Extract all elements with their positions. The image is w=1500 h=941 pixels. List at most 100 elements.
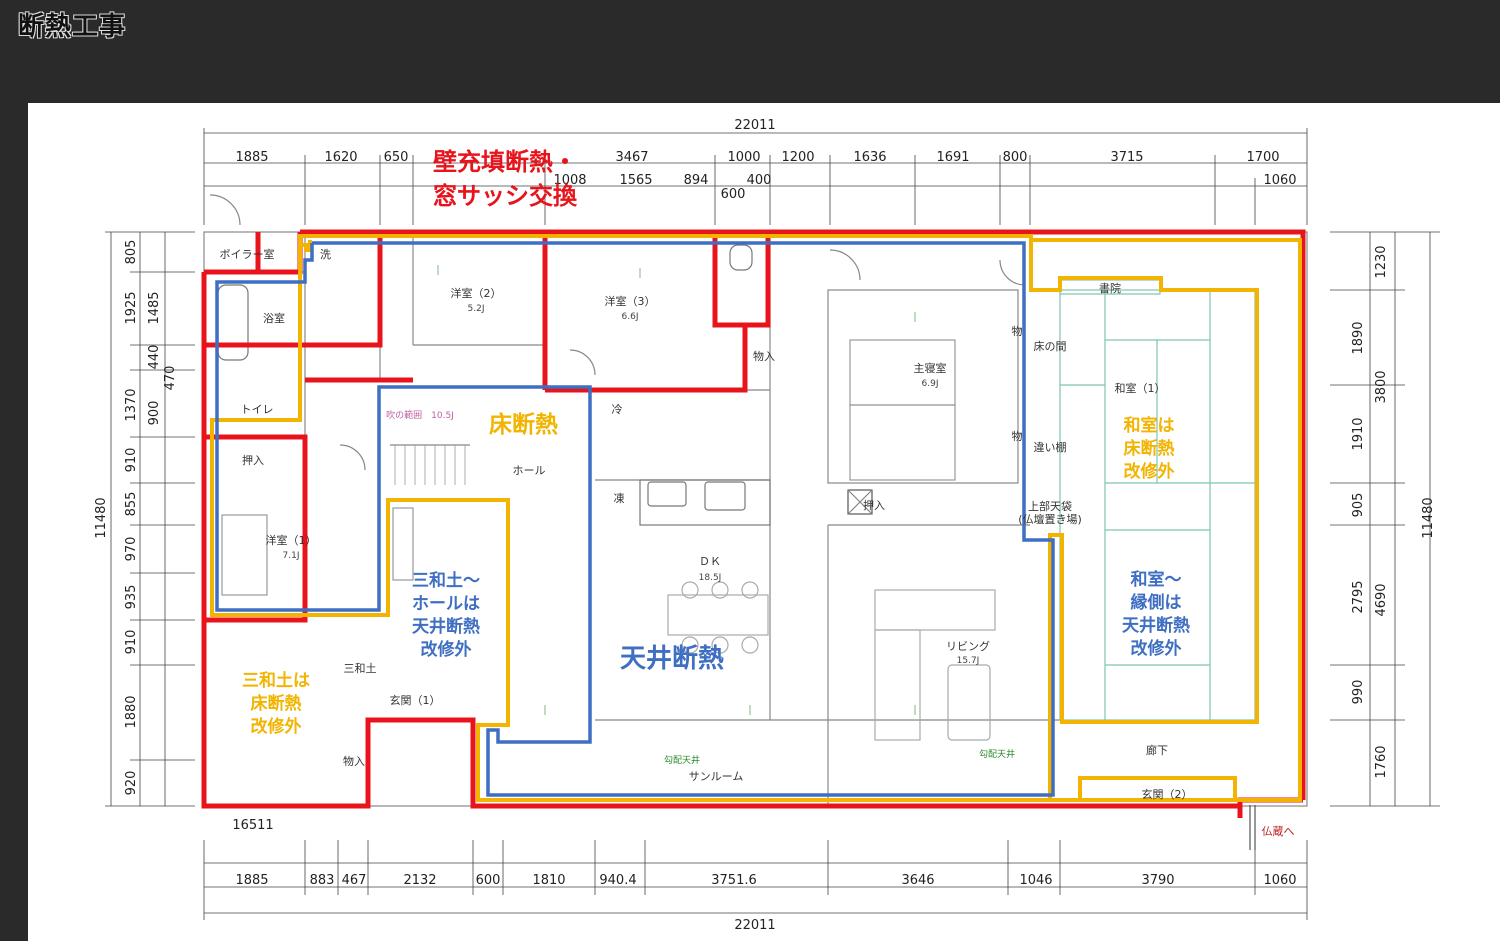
room-butsuzo: 仏蔵へ: [1262, 825, 1295, 838]
annotation-line: 三和土は: [242, 670, 310, 691]
dim-bottom: 1060: [1263, 873, 1296, 888]
annotation-line: 改修外: [251, 716, 302, 737]
dimension-lines: 22011 1885 1620 650 3467 1000 1200 1636 …: [94, 118, 1440, 933]
dim-top2: 894: [684, 173, 709, 188]
room-shushinshitsu-area: 6.9J: [922, 379, 939, 389]
dim-top2: 1060: [1263, 173, 1296, 188]
dim-left: 935: [124, 585, 139, 610]
dim-right: 990: [1351, 680, 1366, 705]
dim-left: 1370: [124, 388, 139, 421]
dim-left: 440: [147, 345, 162, 370]
room-mono-a: 物: [1012, 324, 1023, 338]
room-tataki: 三和土: [344, 662, 377, 675]
annotation-line: 和室は: [1124, 415, 1175, 436]
dim-left: 910: [124, 448, 139, 473]
annotation-line: 和室〜: [1131, 569, 1182, 590]
dim-top: 1636: [853, 150, 886, 165]
room-oshiire-1: 押入: [242, 453, 264, 467]
dim-bottom: 1810: [532, 873, 565, 888]
dim-right: 4690: [1374, 583, 1389, 616]
room-oshiire-2: 押入: [863, 498, 885, 512]
dim-left: 1880: [124, 695, 139, 728]
room-washitsu-1: 和室（1）: [1115, 381, 1166, 395]
dim-top: 1200: [781, 150, 814, 165]
annotation-tataki-entry: 三和土〜 ホールは 天井断熱 改修外: [412, 570, 480, 660]
room-yoshitsu-2-area: 5.2J: [468, 304, 485, 314]
annotation-floor-insulation: 床断熱: [489, 411, 558, 438]
annotation-line: 改修外: [1131, 638, 1182, 659]
dim-top2: 600: [721, 187, 746, 202]
dim-right: 1230: [1374, 245, 1389, 278]
dim-right: 1760: [1374, 745, 1389, 778]
dim-right: 3800: [1374, 370, 1389, 403]
dim-left: 910: [124, 630, 139, 655]
room-genkan-1: 玄関（1）: [390, 693, 441, 707]
dim-left: 1925: [124, 291, 139, 324]
dim-bottom: 1885: [235, 873, 268, 888]
annotation-line: ホールは: [412, 594, 480, 614]
dim-top: 1620: [324, 150, 357, 165]
dim-bottom: 2132: [403, 873, 436, 888]
room-dk-area: 18.5J: [699, 573, 722, 583]
room-sunroom: サンルーム: [689, 770, 744, 783]
room-monoire-1: 物入: [753, 349, 775, 363]
room-tenbukuro: 上部天袋: [1028, 499, 1072, 513]
dim-top: 1691: [936, 150, 969, 165]
dim-left: 970: [124, 537, 139, 562]
room-dk: ＤＫ: [699, 555, 721, 568]
dim-bottom: 467: [342, 873, 367, 888]
dim-left: 900: [147, 401, 162, 426]
room-tou: 凍: [614, 492, 625, 505]
room-koubai-2: 勾配天井: [979, 748, 1015, 760]
dim-bottom: 3790: [1141, 873, 1174, 888]
room-sen: 洗: [320, 248, 331, 261]
dim-top: 1885: [235, 150, 268, 165]
dim-top2: 1008: [553, 173, 586, 188]
dim-total-top: 22011: [734, 118, 775, 133]
dim-bottom: 940.4: [599, 873, 636, 888]
dim-left: 1485: [147, 291, 162, 324]
section-markers: [437, 265, 916, 715]
annotation-line: 改修外: [1124, 461, 1175, 482]
room-labels: ボイラー室 洗 浴室 トイレ 押入 洋室（1） 7.1J 洋室（2） 5.2J …: [220, 247, 1295, 838]
dim-bottom: 3646: [901, 873, 934, 888]
ceiling-insulation-outline: [215, 241, 1055, 797]
dim-left: 805: [124, 240, 139, 265]
room-genkan-2: 玄関（2）: [1142, 787, 1193, 801]
annotation-line: 天井断熱: [1122, 615, 1190, 636]
annotation-line: 天井断熱: [412, 616, 480, 637]
dim-right: 1910: [1351, 417, 1366, 450]
room-monoire-2: 物入: [343, 754, 365, 768]
room-bath: 浴室: [263, 311, 285, 325]
annotation-wall-line-2: 窓サッシ交換: [433, 182, 578, 210]
room-living: リビング: [946, 639, 990, 653]
room-toilet: トイレ: [241, 403, 274, 416]
annotation-line: 床断熱: [1124, 438, 1175, 459]
floor-insulation-outline: [210, 234, 1302, 802]
annotation-washitsu-floor: 和室は 床断熱 改修外: [1124, 415, 1175, 482]
dim-left: 470: [163, 366, 178, 391]
dim-bottom: 3751.6: [711, 873, 757, 888]
floor-plan-drawing: 22011 1885 1620 650 3467 1000 1200 1636 …: [94, 118, 1440, 933]
annotation-line: 床断熱: [251, 693, 302, 714]
annotation-line: 縁側は: [1131, 592, 1182, 613]
dim-total-bottom: 22011: [734, 918, 775, 933]
annotation-ceiling-insulation: 天井断熱: [620, 643, 724, 674]
room-chigai: 違い棚: [1034, 440, 1067, 454]
dim-right-total: 11480: [1421, 497, 1436, 538]
room-shushinshitsu: 主寝室: [914, 361, 947, 375]
room-butsudan: (仏壇置き場): [1018, 512, 1082, 526]
dim-right: 905: [1351, 493, 1366, 518]
annotation-line: 三和土〜: [412, 570, 480, 591]
dim-top: 3467: [615, 150, 648, 165]
dim-top: 1700: [1246, 150, 1279, 165]
dim-top: 1000: [727, 150, 760, 165]
annotation-washitsu-ceiling: 和室〜 縁側は 天井断熱 改修外: [1122, 569, 1190, 659]
dim-bottom: 1046: [1019, 873, 1052, 888]
dim-top2: 1565: [619, 173, 652, 188]
page-title: 断熱工事: [18, 12, 127, 42]
room-koubai-1: 勾配天井: [664, 754, 700, 766]
dim-right: 2795: [1351, 580, 1366, 613]
dim-right: 1890: [1351, 321, 1366, 354]
room-yoshitsu-2: 洋室（2）: [451, 286, 502, 300]
